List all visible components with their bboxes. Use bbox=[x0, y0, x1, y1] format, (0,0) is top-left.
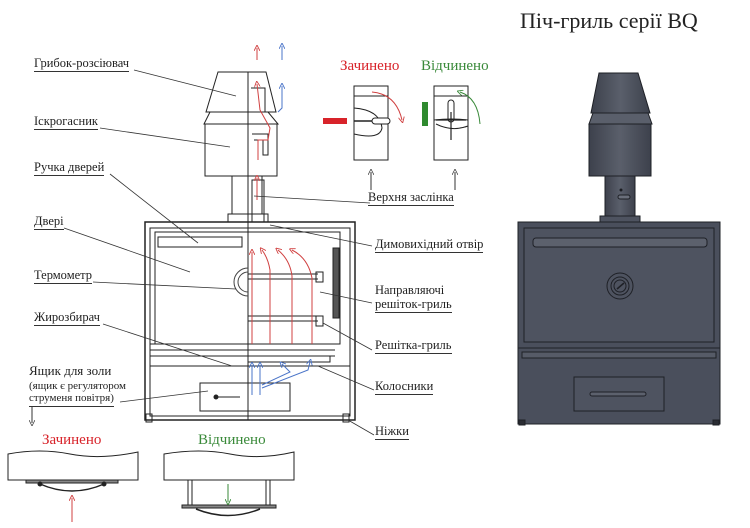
ashbox-closed-label: Зачинено bbox=[42, 432, 102, 448]
label-ash-box-note-1: (ящик є регулятором bbox=[29, 380, 127, 392]
ashbox-open-illustration bbox=[163, 450, 295, 517]
damper-open-illustration bbox=[433, 85, 481, 161]
label-ash-box: Ящик для золи bbox=[29, 363, 112, 378]
label-ash-box-note-2: струменя повітря) bbox=[29, 392, 114, 407]
label-grill-grate: Решітка-гриль bbox=[375, 338, 452, 354]
render-thermometer-icon bbox=[606, 272, 634, 300]
damper-closed-label: Зачинено bbox=[340, 58, 400, 74]
grill-render bbox=[517, 72, 721, 426]
label-door: Двері bbox=[34, 214, 64, 230]
label-grease-collector: Жирозбирач bbox=[34, 310, 100, 326]
leader-lines bbox=[63, 69, 375, 436]
closed-indicator-bar bbox=[323, 118, 347, 124]
ashbox-closed-illustration bbox=[7, 450, 139, 492]
label-grill-guides: Направляючі bbox=[375, 283, 445, 297]
label-flue-opening: Димовихідний отвір bbox=[375, 237, 484, 253]
label-door-handle: Ручка дверей bbox=[34, 160, 105, 176]
page-title: Піч-гриль серії BQ bbox=[520, 8, 698, 33]
label-thermometer: Термометр bbox=[34, 268, 93, 284]
hot-air-flow bbox=[252, 250, 313, 344]
chimney-cap bbox=[203, 71, 280, 225]
damper-closed-illustration bbox=[353, 85, 402, 161]
damper-open-label: Відчинено bbox=[421, 58, 489, 74]
label-spark-arrester: Іскрогасник bbox=[34, 114, 98, 130]
label-top-damper: Верхня заслінка bbox=[368, 190, 454, 206]
thermometer-dial bbox=[233, 267, 249, 297]
label-mushroom-cap: Грибок-розсіювач bbox=[34, 56, 130, 72]
cold-air-flow bbox=[252, 362, 310, 395]
label-legs: Ніжки bbox=[375, 424, 409, 440]
ashbox-open-label: Відчинено bbox=[198, 432, 266, 448]
label-fire-grates: Колосники bbox=[375, 379, 434, 395]
label-grill-guides-2: решіток-гриль bbox=[375, 297, 452, 313]
oven-body-section bbox=[144, 221, 356, 423]
open-indicator-bar bbox=[422, 102, 428, 126]
